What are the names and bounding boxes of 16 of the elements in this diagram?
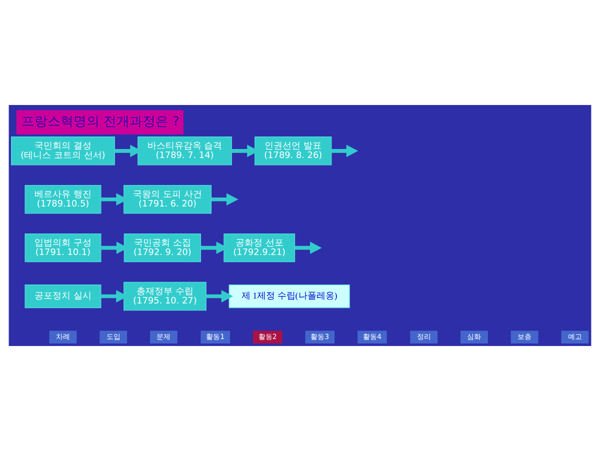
arrow <box>206 290 234 302</box>
node-box: 총재정부 수립 (1795. 10. 27) <box>124 281 206 310</box>
node-box: 공포정치 실시 <box>24 284 102 308</box>
node-box: 국민회의 결성 (테니스 코트의 선서) <box>11 136 115 165</box>
node-box: 국왕의 도피 사건 (1791. 6. 20) <box>124 184 212 214</box>
diagram-title: 프랑스혁명의 전개과정은 ? <box>22 114 180 129</box>
node-box: 바스티유감옥 습격 (1789. 7. 14) <box>138 136 232 165</box>
node-box: 베르사유 행진 (1789.10.5) <box>24 184 102 214</box>
arrow <box>211 192 238 206</box>
node-box: 인권선언 발표 (1789. 8. 26) <box>254 136 332 165</box>
node-box: 공화정 선포 (1792.9.21) <box>224 232 296 262</box>
node-box: 입법의회 구성 (1791. 10.1) <box>24 232 102 262</box>
arrow <box>294 241 322 254</box>
node-box: 제 1제정 수립(나폴레옹) <box>228 284 350 308</box>
arrow <box>331 144 358 157</box>
node-box: 국민공회 소집 (1792. 9. 20) <box>124 232 202 262</box>
